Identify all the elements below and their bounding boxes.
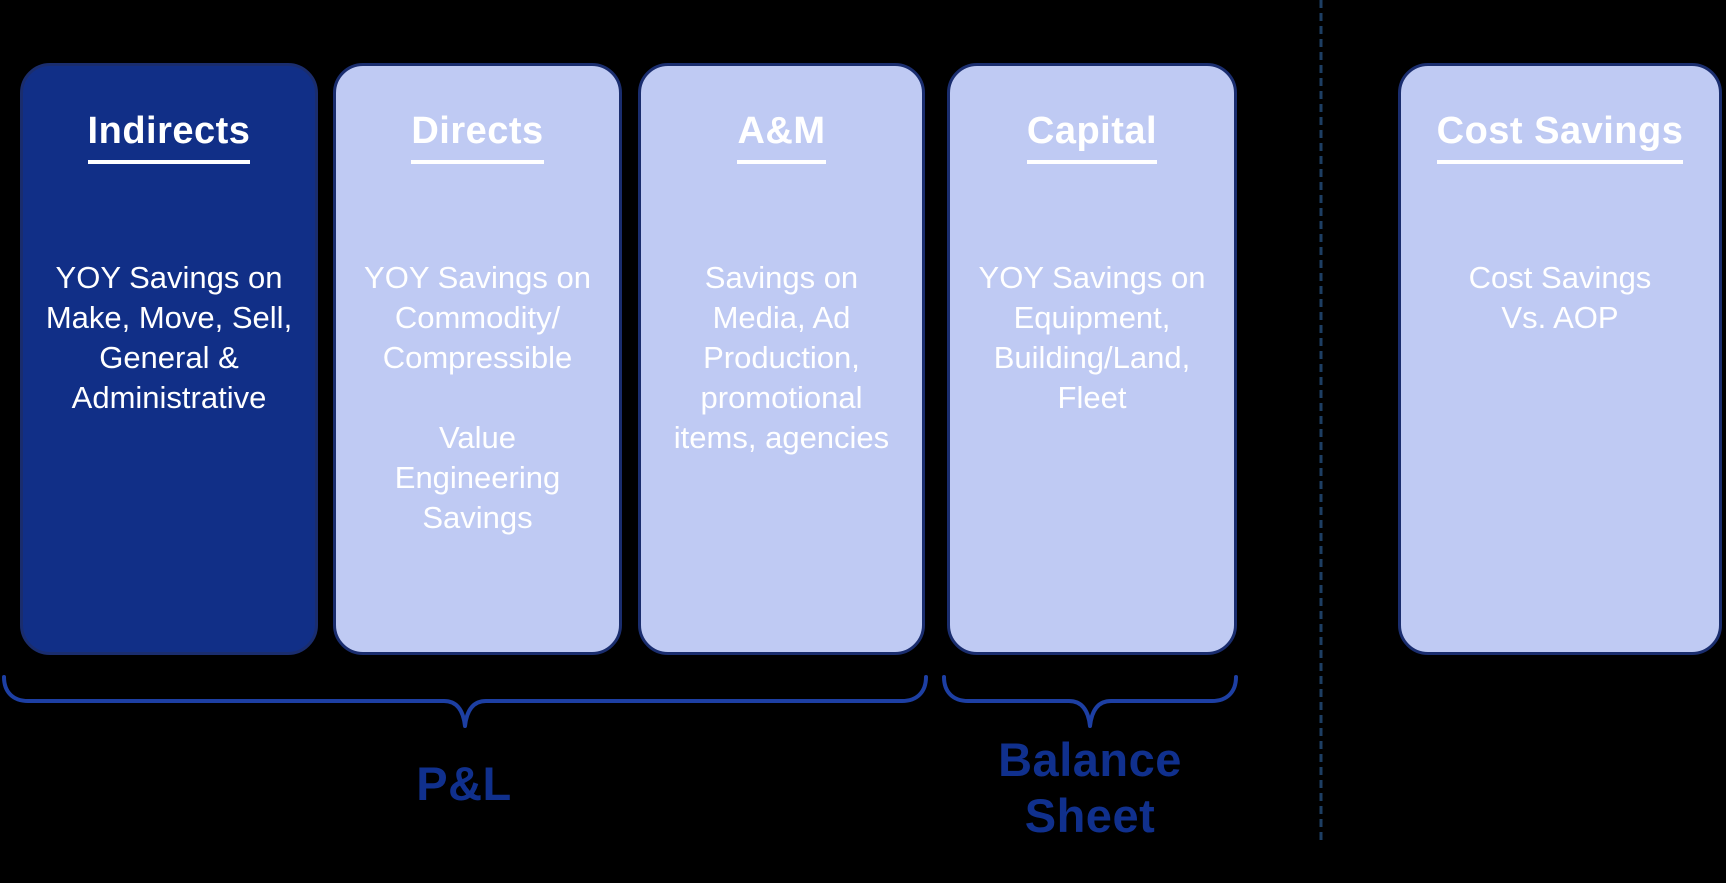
card-cost-savings-body: Cost Savings Vs. AOP [1401,258,1719,338]
card-capital-title: Capital [950,110,1234,164]
group-label-pl: P&L [416,757,512,810]
pl-brace [2,675,928,728]
card-am-title-text: A&M [737,110,826,164]
card-indirects: Indirects YOY Savings on Make, Move, Sel… [20,63,318,655]
card-capital-paragraph: YOY Savings on Equipment, Building/Land,… [978,260,1206,415]
card-am-body: Savings on Media, Ad Production, promoti… [641,258,922,458]
group-label-balance-sheet: Balance Sheet [998,733,1182,842]
card-cost-savings: Cost Savings Cost Savings Vs. AOP [1398,63,1722,655]
card-cost-savings-paragraph: Cost Savings Vs. AOP [1468,260,1652,335]
card-cost-savings-title-text: Cost Savings [1436,110,1684,164]
card-directs-title-text: Directs [411,110,544,164]
card-capital-title-text: Capital [1026,110,1158,164]
card-indirects-paragraph: YOY Savings on Make, Move, Sell, General… [45,260,293,415]
card-directs-body: YOY Savings on Commodity/ Compressible V… [336,258,619,538]
card-capital-body: YOY Savings on Equipment, Building/Land,… [950,258,1234,418]
card-am-title: A&M [641,110,922,164]
card-directs-paragraph-1: YOY Savings on Commodity/ Compressible [364,260,591,375]
card-directs-title: Directs [336,110,619,164]
card-am-paragraph: Savings on Media, Ad Production, promoti… [673,260,890,455]
card-indirects-body: YOY Savings on Make, Move, Sell, General… [23,258,315,418]
balance-sheet-brace [942,675,1238,728]
card-indirects-title-text: Indirects [87,110,251,164]
card-cost-savings-title: Cost Savings [1401,110,1719,164]
card-directs-paragraph-2: Value Engineering Savings [394,420,561,535]
card-capital: Capital YOY Savings on Equipment, Buildi… [947,63,1237,655]
card-am: A&M Savings on Media, Ad Production, pro… [638,63,925,655]
card-directs: Directs YOY Savings on Commodity/ Compre… [333,63,622,655]
card-indirects-title: Indirects [23,110,315,164]
